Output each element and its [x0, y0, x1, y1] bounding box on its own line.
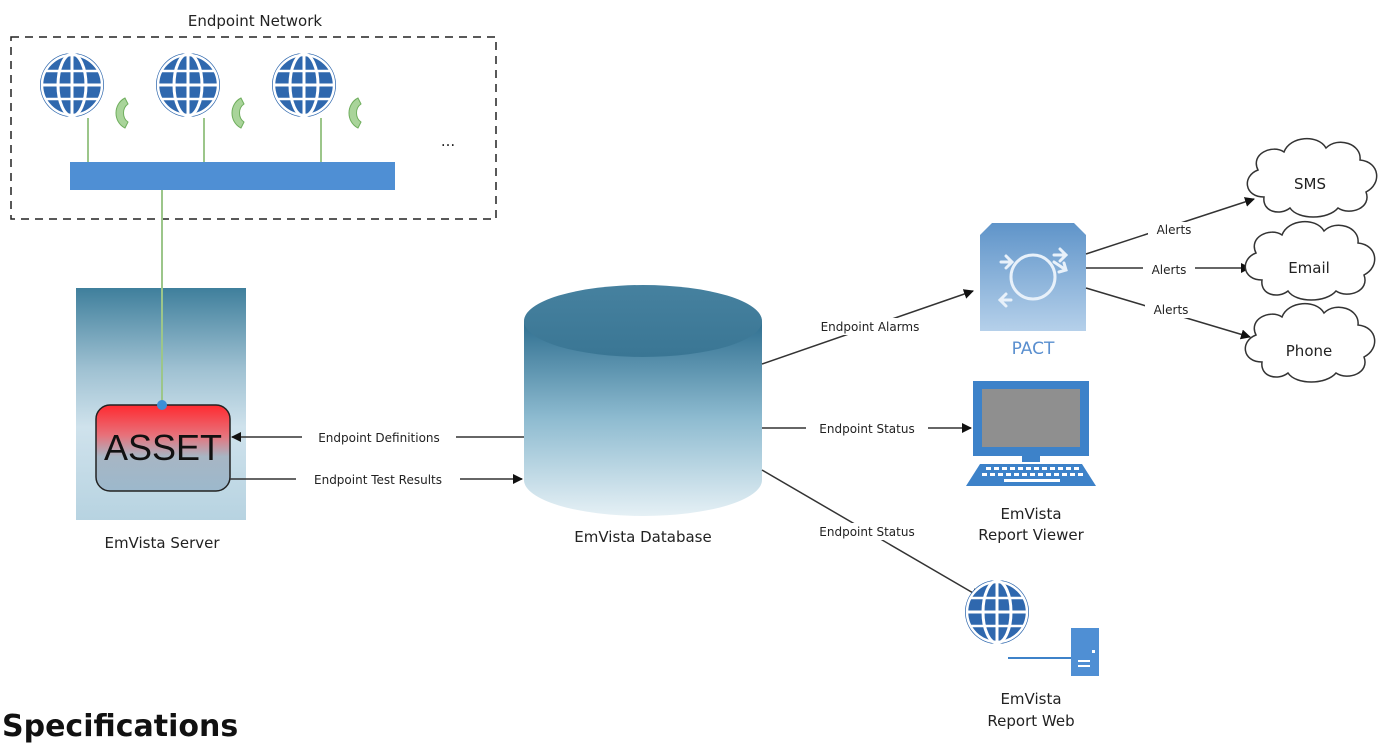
status-web-label: Endpoint Status [819, 525, 914, 539]
definitions-label: Endpoint Definitions [318, 431, 440, 445]
pact-node: PACT [980, 223, 1086, 359]
alert-flows: Alerts Alerts Alerts [1085, 197, 1255, 340]
cloud-phone-label: Phone [1286, 342, 1332, 360]
pact-label: PACT [1012, 339, 1055, 359]
globe-icon [154, 51, 222, 119]
emvista-server: ASSET EmVista Server [76, 288, 246, 552]
globe-icon [38, 51, 106, 119]
database-top [524, 285, 762, 357]
more-endpoints-ellipsis: ... [441, 132, 455, 150]
page-heading: Specifications [2, 709, 239, 744]
report-web-label-2: Report Web [987, 712, 1074, 730]
cloud-phone: Phone [1244, 303, 1376, 383]
asset-connector-dot [157, 400, 167, 410]
emvista-database: EmVista Database [524, 285, 762, 546]
database-output-flows: Endpoint Alarms Endpoint Status Endpoint… [761, 289, 981, 598]
cloud-email: Email [1244, 221, 1376, 301]
cloud-sms: SMS [1246, 138, 1378, 218]
phone-handset-icon [348, 97, 362, 129]
database-body [524, 321, 762, 516]
test-results-label: Endpoint Test Results [314, 473, 442, 487]
alert-sms-label: Alerts [1157, 223, 1192, 237]
cloud-shape [1246, 138, 1378, 218]
status-viewer-label-bg [806, 420, 928, 437]
routing-icon [997, 247, 1069, 308]
globe-icon [270, 51, 338, 119]
report-viewer-label-1: EmVista [1000, 505, 1061, 523]
alert-phone-label: Alerts [1154, 303, 1189, 317]
cloud-email-label: Email [1288, 259, 1330, 277]
globe-icon [963, 578, 1031, 646]
endpoint-network-group: Endpoint Network ... [10, 12, 497, 220]
asset-label: ASSET [104, 427, 222, 468]
definitions-label-bg [302, 429, 456, 446]
phone-handset-icon [231, 97, 245, 129]
report-web-label-1: EmVista [1000, 690, 1061, 708]
network-bus [70, 162, 395, 190]
test-results-label-bg [296, 471, 460, 488]
cloud-sms-label: SMS [1294, 175, 1326, 193]
cloud-shape [1244, 303, 1376, 383]
status-viewer-label: Endpoint Status [819, 422, 914, 436]
server-database-flows: Endpoint Definitions Endpoint Test Resul… [230, 429, 524, 488]
alarms-label-bg [805, 318, 935, 335]
alert-email-label: Alerts [1152, 263, 1187, 277]
pact-box[interactable] [980, 223, 1086, 331]
alarms-label: Endpoint Alarms [821, 320, 920, 334]
phone-handset-icon [115, 97, 129, 129]
server-caption: EmVista Server [104, 534, 220, 552]
report-viewer-node: EmVista Report Viewer [966, 381, 1096, 544]
endpoint-network-title: Endpoint Network [188, 12, 322, 30]
status-web-label-bg [806, 523, 928, 540]
report-viewer-label-2: Report Viewer [978, 526, 1084, 544]
database-caption: EmVista Database [574, 528, 711, 546]
endpoint-network-border [10, 36, 497, 220]
cloud-shape [1244, 221, 1376, 301]
report-web-node: EmVista Report Web [963, 578, 1099, 730]
